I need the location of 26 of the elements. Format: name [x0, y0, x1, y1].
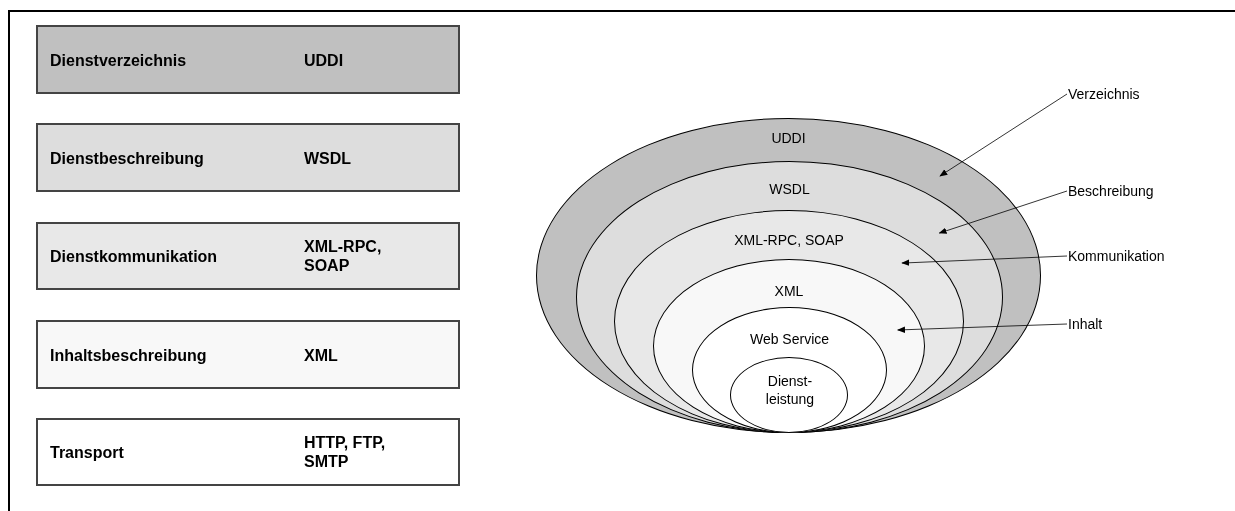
layer-label: XML-RPC, SOAP	[733, 231, 845, 249]
layer-label: Web Service	[748, 330, 831, 348]
layer-box	[36, 25, 460, 94]
leader-label: Verzeichnis	[1068, 86, 1140, 102]
layer-name: Transport	[50, 442, 124, 462]
layer-box	[36, 418, 460, 486]
layer-name: Dienstkommunikation	[50, 246, 218, 266]
protocol-name: HTTP, FTP, SMTP	[304, 433, 387, 471]
layer-name: Inhaltsbeschreibung	[50, 345, 207, 364]
protocol-name: XML-RPC, SOAP	[304, 237, 383, 275]
layer-box	[36, 320, 460, 389]
protocol-name: UDDI	[304, 50, 345, 69]
leader-label: Kommunikation	[1068, 248, 1165, 264]
layer-name: Dienstbeschreibung	[50, 148, 204, 167]
leader-label: Beschreibung	[1068, 183, 1154, 199]
layer-box	[36, 222, 460, 290]
layer-ellipse	[730, 357, 848, 433]
protocol-name: XML	[304, 345, 339, 364]
leader-label: Inhalt	[1068, 316, 1103, 332]
layer-label: UDDI	[770, 129, 807, 147]
layer-label: WSDL	[768, 180, 811, 198]
layer-box	[36, 123, 460, 192]
layer-name: Dienstverzeichnis	[50, 50, 187, 69]
layer-label: XML	[773, 282, 805, 300]
layer-label: Dienst- leistung	[764, 372, 816, 408]
protocol-name: WSDL	[304, 148, 353, 167]
